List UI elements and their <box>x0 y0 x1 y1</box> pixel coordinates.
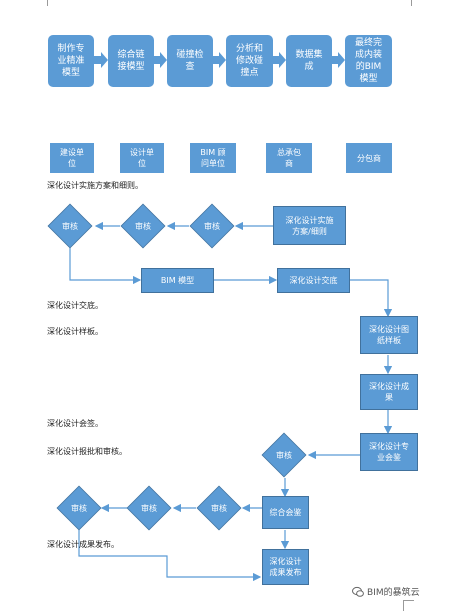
step-link-model: 综合链 接模型 <box>108 35 154 87</box>
flow-combined-sign-box: 综合会鉴 <box>262 496 309 529</box>
note-sample: 深化设计样板。 <box>47 327 103 336</box>
flow-disclosure-box: 深化设计交底 <box>277 268 350 293</box>
step-data-integration: 数据集 成 <box>286 35 332 87</box>
note-publish: 深化设计成果发布。 <box>47 540 119 549</box>
flow-bim-model-box: BIM 模型 <box>141 268 214 293</box>
review-diamond-1: 审核 <box>47 203 93 249</box>
flow-results-box: 深化设计成 果 <box>360 374 418 410</box>
note-approval: 深化设计报批和审核。 <box>47 447 127 456</box>
step-clash-check: 碰撞检 查 <box>167 35 213 87</box>
party-bim-consultant: BIM 顾 问单位 <box>190 143 236 173</box>
party-designer: 设计单 位 <box>120 143 164 173</box>
note-sign: 深化设计会签。 <box>47 419 103 428</box>
party-subcontractor: 分包商 <box>346 143 392 173</box>
step-final-model: 最终完 成内装 的BIM 模型 <box>345 35 392 87</box>
watermark: BIM的暴筑云 <box>352 585 420 598</box>
party-general-contractor: 总承包 商 <box>266 143 312 173</box>
flow-publish-box: 深化设计 成果发布 <box>262 549 309 585</box>
note-disclosure: 深化设计交底。 <box>47 301 103 310</box>
review-diamond-5: 审核 <box>196 485 242 531</box>
review-diamond-6: 审核 <box>126 485 172 531</box>
note-plan: 深化设计实施方案和细则。 <box>47 181 143 190</box>
step-analyze-clash: 分析和 修改碰 撞点 <box>226 35 273 87</box>
flow-pro-sign-box: 深化设计专 业会鉴 <box>360 433 418 471</box>
top-ruler <box>0 0 457 6</box>
party-owner: 建设单 位 <box>50 143 94 173</box>
watermark-text: BIM的暴筑云 <box>367 588 420 598</box>
flow-drawing-sample-box: 深化设计图 纸样板 <box>360 316 418 354</box>
flow-plan-box: 深化设计实施 方案/细则 <box>273 206 346 245</box>
review-diamond-2: 审核 <box>120 203 166 249</box>
review-diamond-7: 审核 <box>56 485 102 531</box>
step-precise-model: 制作专 业精准 模型 <box>48 35 94 87</box>
process-arrows <box>94 52 345 68</box>
review-diamond-4: 审核 <box>261 432 307 478</box>
corner-mark <box>403 600 414 611</box>
wechat-icon <box>352 586 364 597</box>
review-diamond-3: 审核 <box>189 203 235 249</box>
